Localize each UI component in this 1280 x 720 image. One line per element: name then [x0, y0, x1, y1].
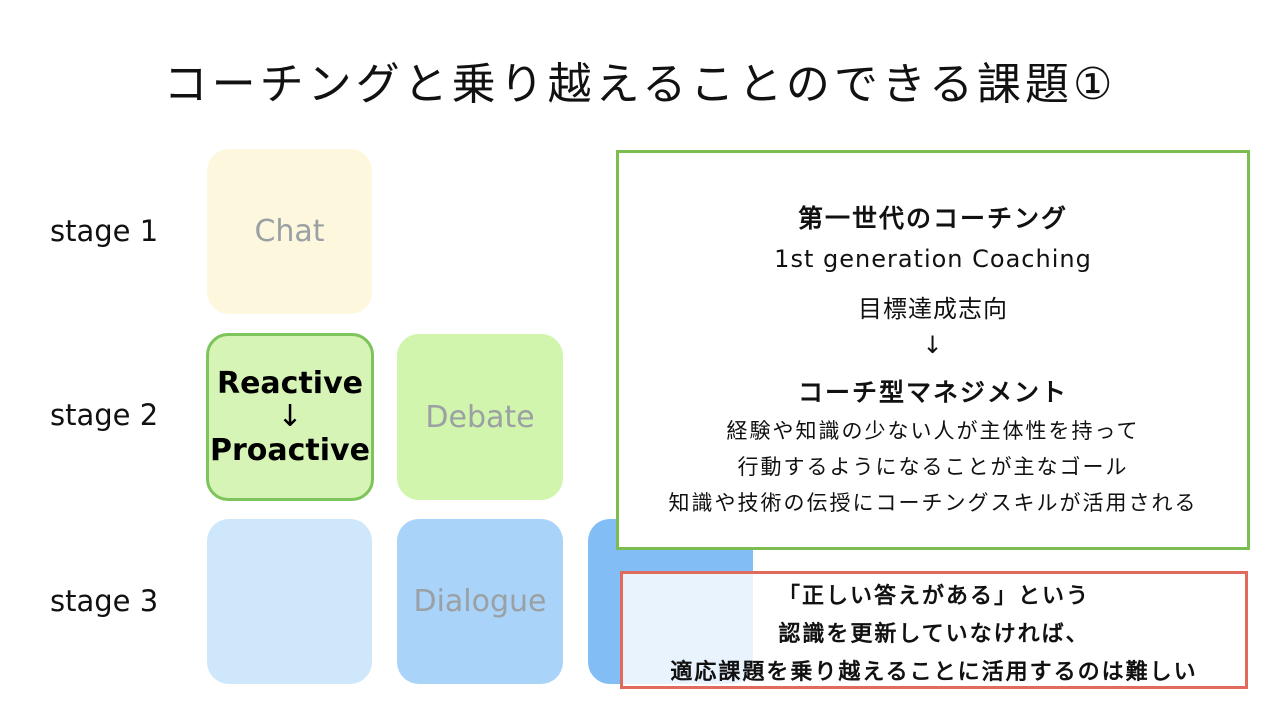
note-line-2: 認識を更新していなければ、 [778, 622, 1090, 647]
page-title: コーチングと乗り越えることのできる課題① [163, 59, 1117, 110]
first-generation-english: 1st generation Coaching [774, 245, 1092, 273]
down-arrow-icon: ↓ [922, 331, 944, 359]
coach-management-heading: コーチ型マネジメント [797, 378, 1068, 407]
first-generation-heading: 第一世代のコーチング [797, 204, 1068, 233]
stage-1-label: stage 1 [50, 214, 159, 248]
stage-2-label: stage 2 [50, 398, 159, 432]
down-arrow-icon: ↓ [277, 399, 303, 435]
reactive-label: Reactive [216, 365, 363, 401]
proactive-label: Proactive [210, 432, 370, 468]
note-line-1: 「正しい答えがある」という [777, 584, 1090, 609]
note-line-3: 適応課題を乗り越えることに活用するのは難しい [670, 660, 1198, 685]
goal-orientation-text: 目標達成志向 [858, 295, 1008, 323]
chat-card-label: Chat [254, 214, 325, 249]
reactive-proactive-card: Reactive ↓ Proactive [206, 333, 374, 501]
description-line-1: 経験や知識の少ない人が主体性を持って [726, 419, 1140, 443]
first-generation-coaching-box: 第一世代のコーチング 1st generation Coaching 目標達成志… [616, 150, 1250, 550]
chat-card: Chat [207, 149, 372, 314]
stage-3-card-1 [207, 519, 372, 684]
stage-3-label: stage 3 [50, 584, 159, 618]
adaptive-challenge-note-box: 「正しい答えがある」という 認識を更新していなければ、 適応課題を乗り越えること… [620, 571, 1248, 689]
debate-card-label: Debate [425, 399, 535, 435]
dialogue-card-label: Dialogue [413, 584, 547, 619]
debate-card: Debate [397, 334, 563, 500]
dialogue-card: Dialogue [397, 519, 563, 684]
description-line-2: 行動するようになることが主なゴール [737, 455, 1129, 479]
description-line-3: 知識や技術の伝授にコーチングスキルが活用される [668, 491, 1198, 515]
